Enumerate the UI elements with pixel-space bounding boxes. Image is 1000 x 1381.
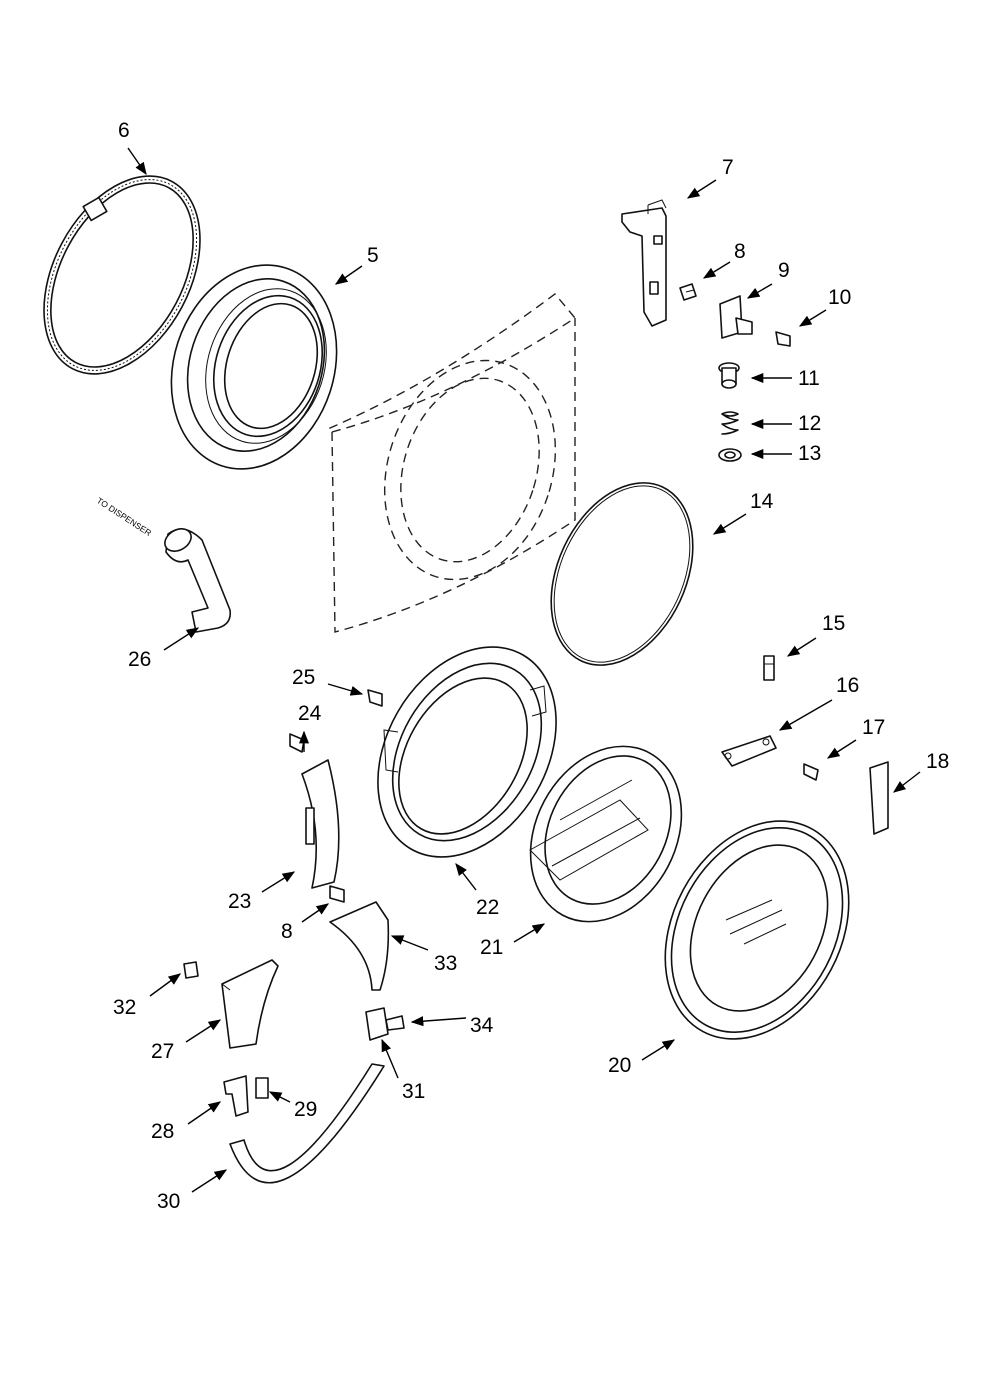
callout-26: 26 xyxy=(128,648,151,671)
callout-21: 21 xyxy=(480,936,503,959)
callout-24: 24 xyxy=(298,702,322,725)
callout-11: 11 xyxy=(798,367,820,390)
part-24-screw xyxy=(289,733,305,753)
part-12-spring xyxy=(721,411,739,435)
part-22-door-inner-frame xyxy=(377,646,557,858)
callout-10: 10 xyxy=(828,286,851,309)
callout-20: 20 xyxy=(608,1054,631,1077)
part-8-screw-upper xyxy=(679,283,697,301)
part-8-screw-lower xyxy=(329,885,345,903)
part-14-seal-ring xyxy=(550,482,694,666)
part-20-outer-door xyxy=(664,820,850,1040)
callout-28: 28 xyxy=(151,1120,174,1143)
part-11-plunger xyxy=(718,362,740,389)
part-10-screw xyxy=(775,331,791,347)
callout-32: 32 xyxy=(113,996,136,1019)
part-27-handle xyxy=(221,959,279,1049)
part-29-pad xyxy=(255,1077,269,1099)
part-30-trim xyxy=(229,1063,385,1184)
callout-7: 7 xyxy=(722,156,734,179)
part-32-bumper xyxy=(183,961,199,979)
callout-5: 5 xyxy=(367,244,379,267)
callout-8-lower: 8 xyxy=(281,920,293,943)
callout-18: 18 xyxy=(926,750,949,773)
callout-8-upper: 8 xyxy=(734,240,746,263)
callout-6: 6 xyxy=(118,119,130,142)
callout-31: 31 xyxy=(402,1080,425,1103)
callout-15: 15 xyxy=(822,612,845,635)
callout-34: 34 xyxy=(470,1014,494,1037)
part-9-strike xyxy=(719,295,753,339)
callout-27: 27 xyxy=(151,1040,174,1063)
part-28-clip xyxy=(223,1075,249,1117)
callout-13: 13 xyxy=(798,442,821,465)
part-23-hinge xyxy=(301,759,340,889)
callout-labels: 6 5 7 8 9 10 11 12 13 14 15 16 17 18 20 … xyxy=(113,119,949,1213)
part-33-handle-cover xyxy=(329,901,390,991)
part-26-dispenser-hose xyxy=(164,528,232,633)
callout-29: 29 xyxy=(294,1098,317,1121)
callout-23: 23 xyxy=(228,890,251,913)
part-7-latch-bracket xyxy=(621,199,667,327)
callout-33: 33 xyxy=(434,952,457,975)
callout-25: 25 xyxy=(292,666,315,689)
callout-22: 22 xyxy=(476,896,499,919)
callout-9: 9 xyxy=(778,259,790,282)
part-16-bracket xyxy=(721,735,777,767)
part-31-latch xyxy=(365,1007,389,1041)
part-34-screw xyxy=(385,1015,405,1031)
to-dispenser-note: TO DISPENSER xyxy=(95,495,153,538)
callout-30: 30 xyxy=(157,1190,180,1213)
front-panel-phantom xyxy=(329,293,577,633)
callout-16: 16 xyxy=(836,674,859,697)
part-21-inner-glass xyxy=(529,745,683,923)
callout-14: 14 xyxy=(750,490,774,513)
part-13-washer xyxy=(718,448,742,462)
part-5-bellow-seal xyxy=(170,264,338,470)
callout-17: 17 xyxy=(862,716,885,739)
part-17-screw xyxy=(803,763,819,781)
callout-12: 12 xyxy=(798,412,821,435)
part-6-clamp-ring xyxy=(43,175,201,375)
part-25-screw xyxy=(367,689,383,707)
leader-arrows xyxy=(127,147,921,1193)
part-15-clip xyxy=(763,655,775,681)
part-18-strip xyxy=(869,761,889,835)
